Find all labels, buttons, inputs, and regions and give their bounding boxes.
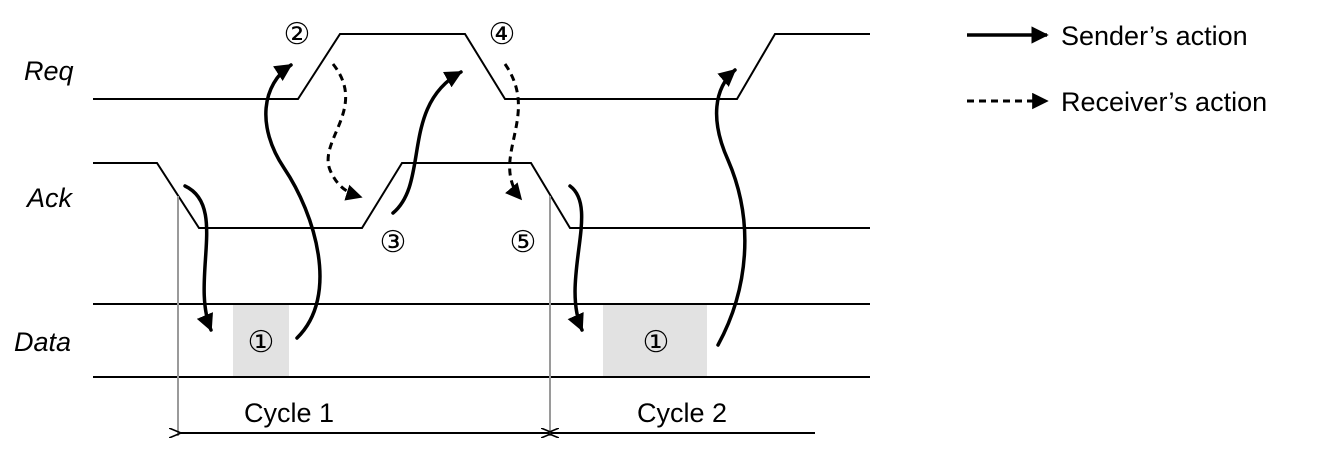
sender-arrow-data-to-req-2 [714,68,747,347]
req-waveform [93,33,870,100]
ack-waveform [93,162,870,229]
ack-signal-label: Ack [25,183,74,213]
sender-arrow-ack-to-data-1 [183,184,213,332]
step-2-marker: ② [284,18,311,51]
data-signal-label: Data [14,327,71,357]
step-1-marker: ① [248,326,275,359]
data-valid-box-2 [603,305,707,377]
sender-arrow-ack-to-data-2 [567,184,584,332]
cycle-1-label: Cycle 1 [244,398,334,428]
receiver-arrow-req-to-ack [326,63,363,201]
step-4-marker: ④ [489,18,516,51]
req-signal-label: Req [24,56,74,86]
step-1-marker-cycle-2: ① [643,326,670,359]
cycle-2-label: Cycle 2 [637,398,727,428]
legend-receiver-label: Receiver’s action [1061,87,1267,117]
sender-arrow-ack-to-req [391,70,463,215]
data-valid-box-1 [233,305,289,377]
step-5-marker: ⑤ [510,226,537,259]
sender-arrow-data-to-req-1 [264,63,322,340]
legend-sender-label: Sender’s action [1061,21,1248,51]
receiver-arrow-req-to-ack-release [503,63,523,201]
step-3-marker: ③ [380,226,407,259]
